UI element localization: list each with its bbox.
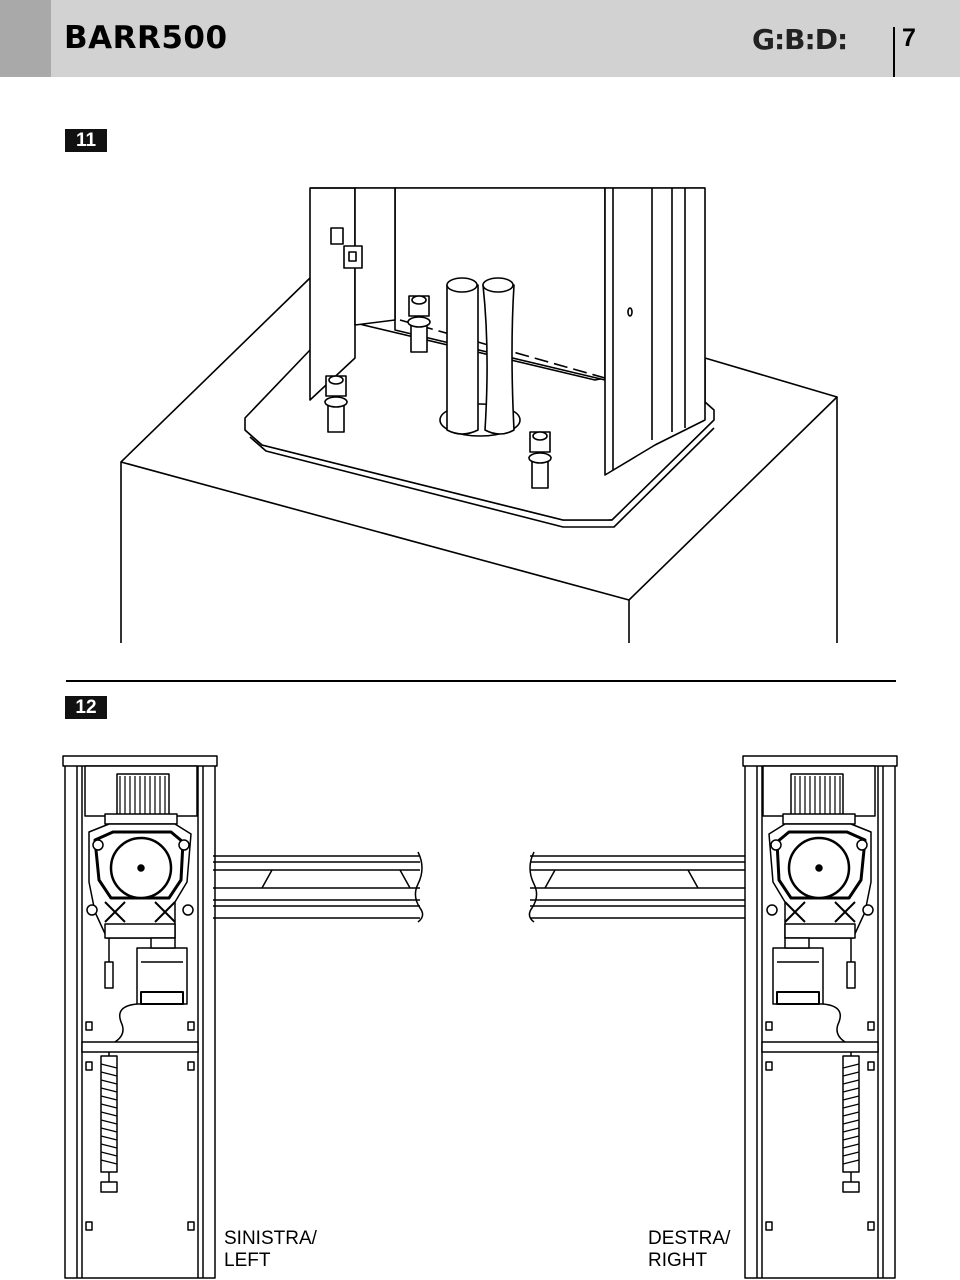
right-barrier-cabinet (741, 754, 899, 1280)
right-boom-arm (528, 851, 746, 923)
brand-logo: G:B:D: (752, 23, 848, 56)
right-caption-line1: DESTRA/ (648, 1228, 731, 1249)
right-caption-line2: RIGHT (648, 1250, 708, 1271)
figure-11-drawing (120, 187, 838, 643)
concrete-plinth (120, 277, 838, 643)
anchor-bolt-2 (324, 375, 348, 433)
cable-conduits (446, 277, 515, 435)
document-title: BARR500 (64, 20, 228, 56)
anchor-bolt-3 (528, 431, 552, 489)
page-number: 7 (902, 24, 916, 52)
left-caption: SINISTRA/ LEFT (224, 1228, 317, 1272)
figure-12-label: 12 (65, 696, 107, 719)
left-caption-line2: LEFT (224, 1250, 271, 1271)
left-barrier-cabinet (61, 754, 219, 1280)
right-caption: DESTRA/ RIGHT (648, 1228, 730, 1272)
left-caption-line1: SINISTRA/ (224, 1228, 317, 1249)
header-tab (0, 0, 51, 77)
page-number-separator (893, 27, 895, 77)
figure-12-drawing (61, 754, 899, 1280)
left-boom-arm (213, 851, 424, 923)
cable-duct-opening (439, 403, 521, 437)
door-hinge (330, 227, 363, 269)
anchor-bolt-1 (407, 295, 431, 353)
section-divider (66, 680, 896, 682)
base-plate (244, 322, 715, 528)
figure-11-label: 11 (65, 129, 107, 152)
page-header: BARR500 G:B:D: 7 (0, 0, 960, 77)
